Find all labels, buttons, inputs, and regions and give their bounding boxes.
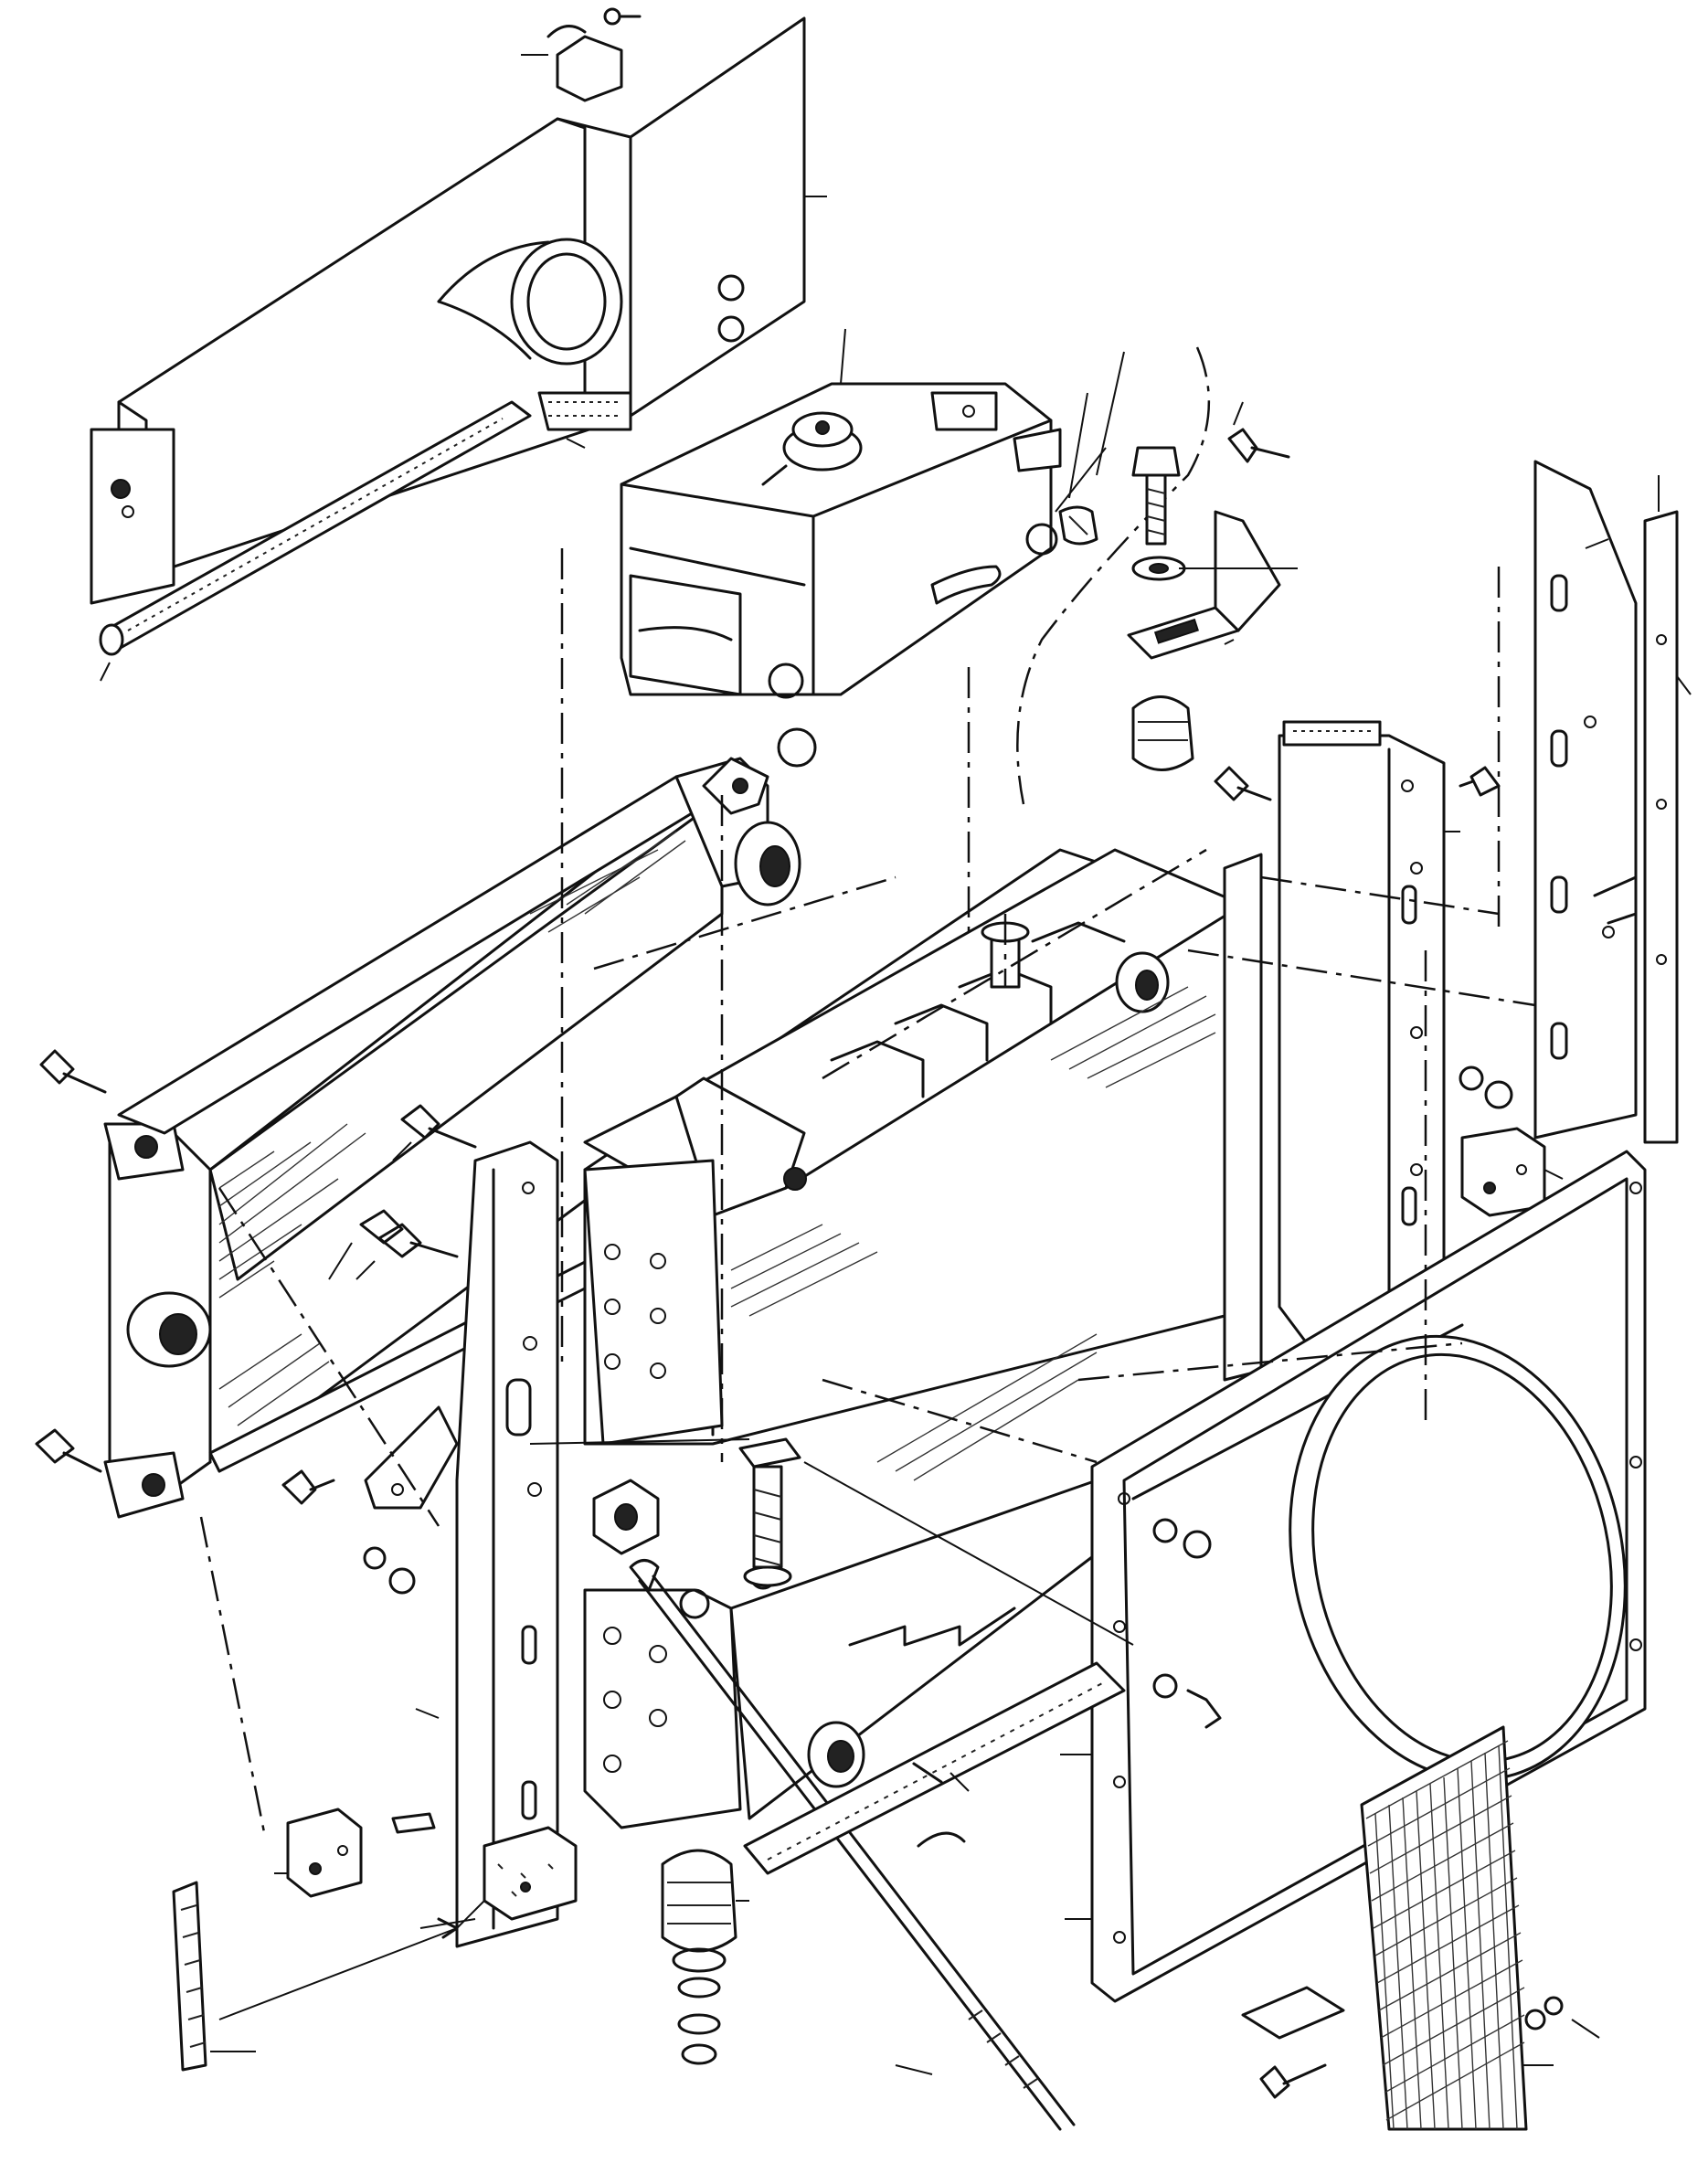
left-side-bracket bbox=[35, 1049, 559, 1948]
lower-seal-strip bbox=[743, 1661, 1126, 1875]
mounting-bushing bbox=[1127, 401, 1298, 771]
grille-screen bbox=[1241, 1725, 1600, 2131]
alignment-lines bbox=[199, 548, 1536, 2020]
rear-support-plate bbox=[1533, 460, 1692, 1144]
drain-rod bbox=[592, 1437, 1076, 2131]
filler-cap bbox=[761, 328, 863, 486]
core-fins bbox=[218, 822, 686, 1426]
front-core-mesh bbox=[730, 986, 1216, 1481]
overflow-hose bbox=[1016, 346, 1211, 805]
small-spacer-block bbox=[274, 1808, 436, 1898]
right-side-bracket bbox=[1214, 720, 1564, 1382]
vertical-seal-rod bbox=[172, 1881, 256, 2072]
expansion-tank bbox=[620, 382, 1062, 768]
foam-seal-block bbox=[456, 1826, 578, 1929]
lower-bushing-stack bbox=[661, 1849, 749, 2065]
upper-shroud-panel bbox=[90, 7, 827, 682]
